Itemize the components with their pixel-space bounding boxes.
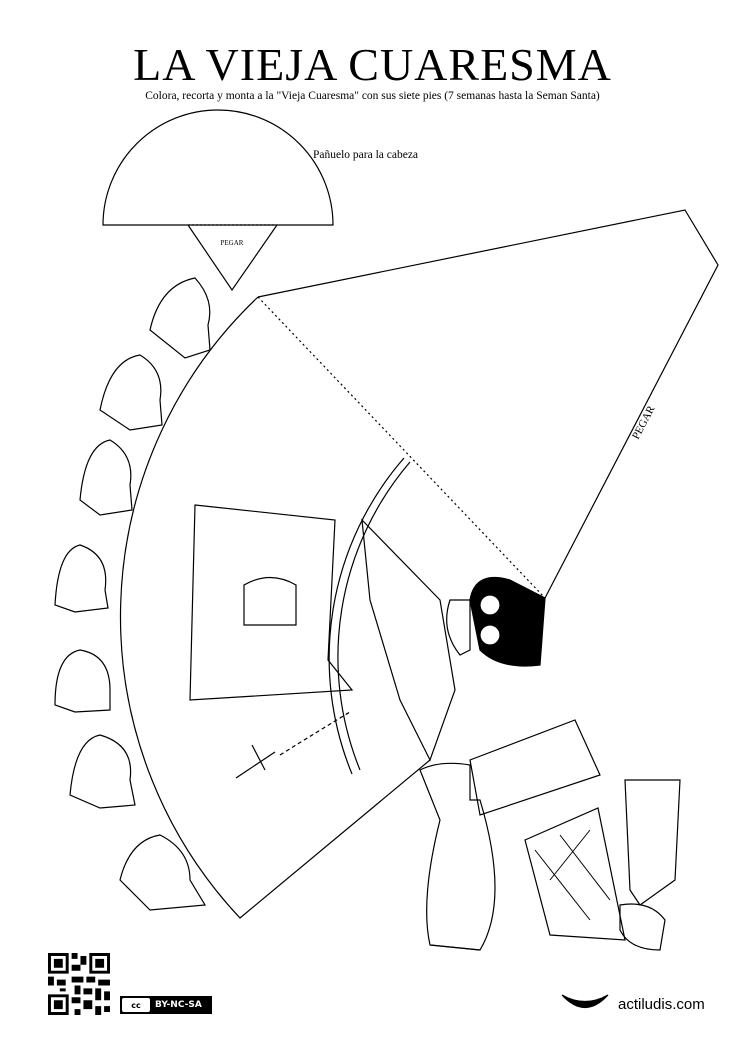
feet (54, 277, 211, 911)
site-link[interactable]: actiludis.com (618, 996, 705, 1013)
scarf-label: Pañuelo para la cabeza (313, 149, 419, 161)
body-glue-flap (257, 209, 719, 599)
cc-icon: cc (122, 998, 150, 1012)
body-glue-label: PEGAR (630, 403, 658, 441)
skirt-fan (119, 296, 456, 919)
rosary (235, 711, 351, 779)
headscarf-piece (102, 109, 334, 292)
scarf-glue-label: PEGAR (221, 239, 244, 247)
face (446, 576, 546, 667)
actiludis-logo (561, 994, 609, 1009)
page-title: LA VIEJA CUARESMA (133, 39, 612, 90)
license-label: BY-NC-SA (155, 1000, 202, 1010)
arm-right-with-basket (524, 779, 681, 951)
arm-left-with-fish (419, 719, 601, 951)
instructions: Colora, recorta y monta a la "Vieja Cuar… (145, 90, 600, 102)
license-badge[interactable]: cc BY-NC-SA (120, 996, 212, 1014)
qr-code (48, 953, 110, 1015)
